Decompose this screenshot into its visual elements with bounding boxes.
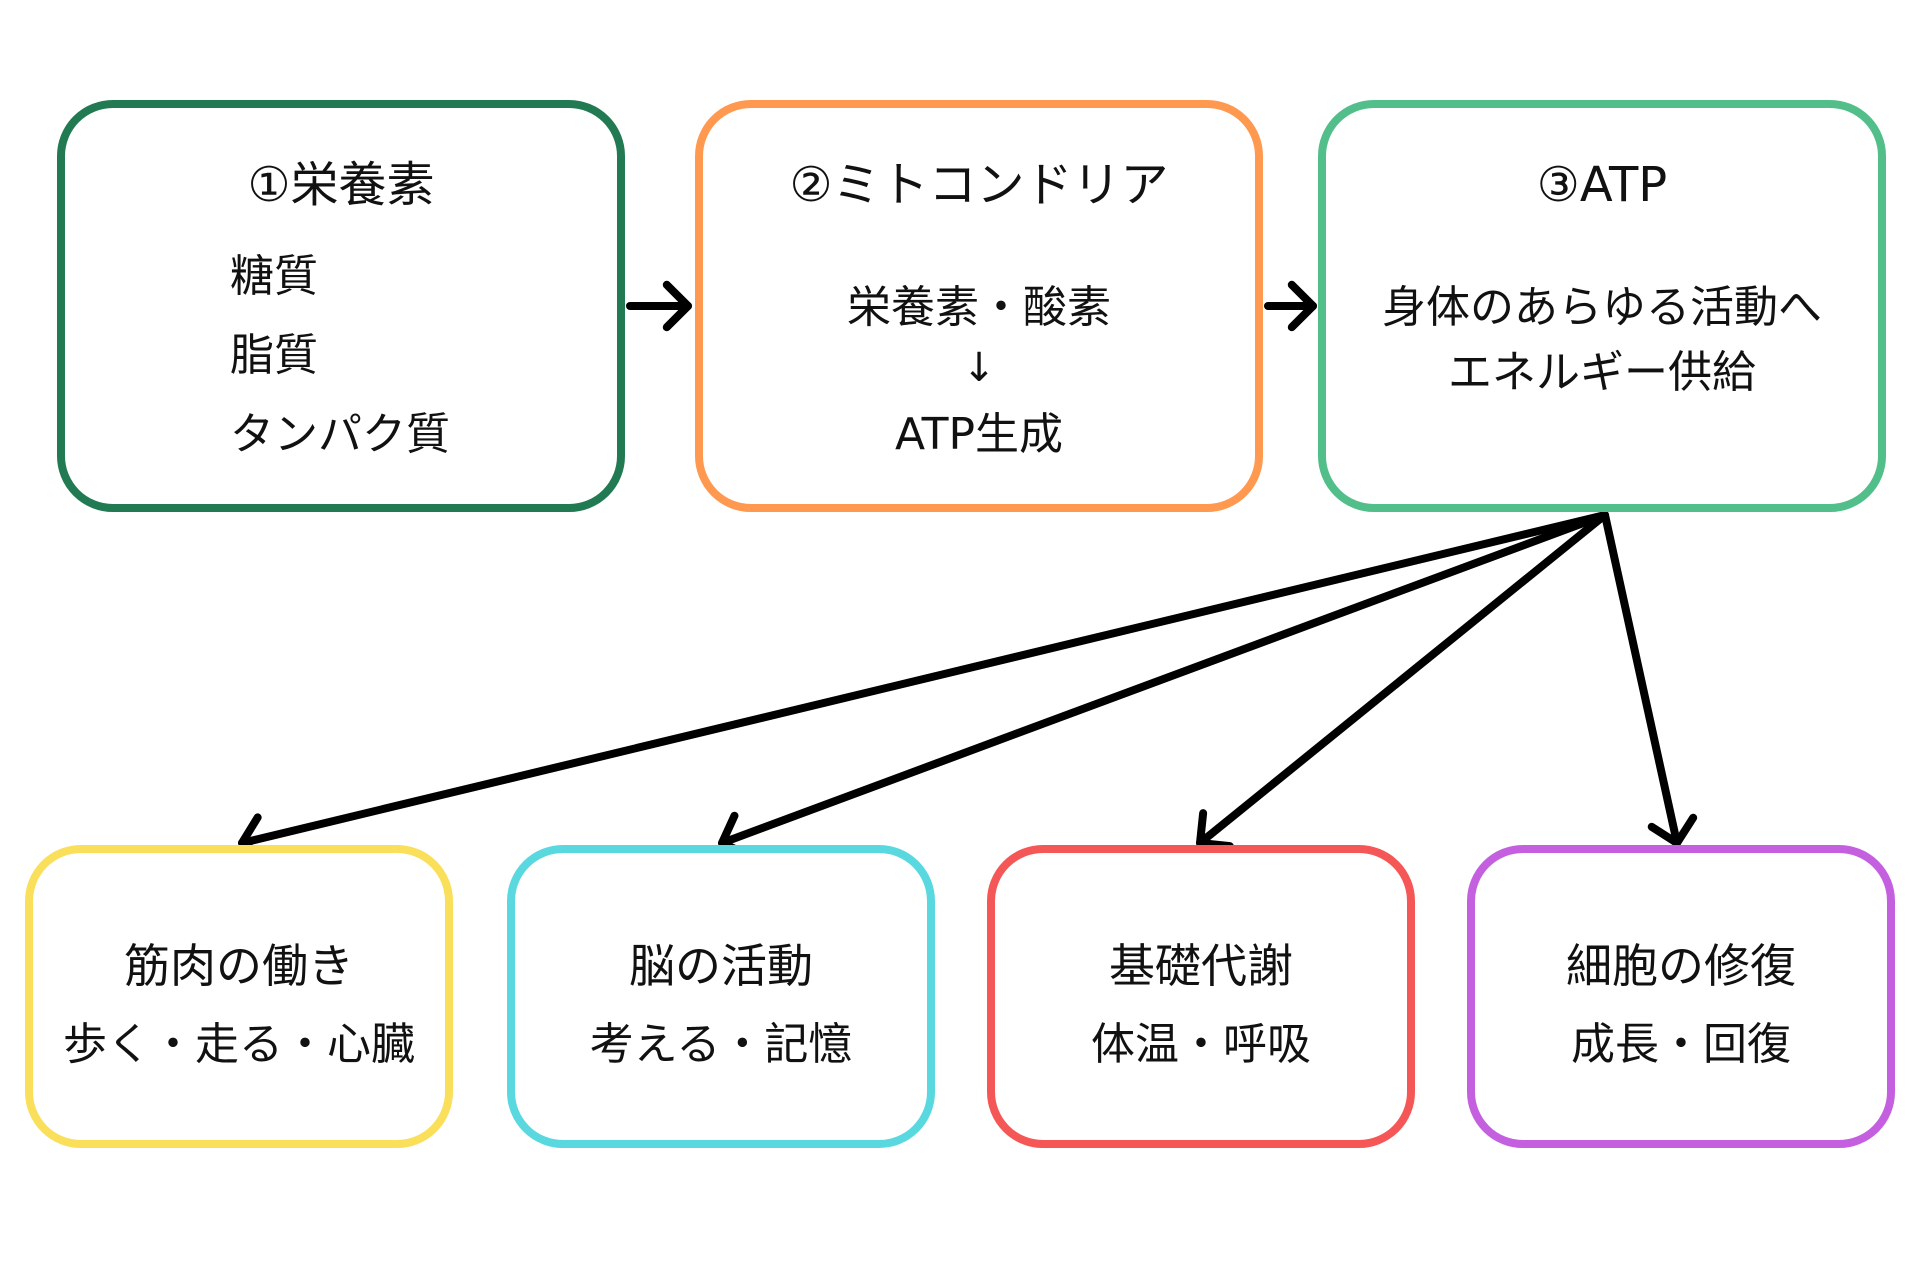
muscle-box: 筋肉の働き 歩く・走る・心臓 [25, 845, 453, 1148]
atp-box: ③ATP 身体のあらゆる活動へ エネルギー供給 [1318, 100, 1886, 512]
repair-box: 細胞の修復 成長・回復 [1467, 845, 1895, 1148]
arrow-nutrients-to-mitochondria-head [662, 280, 692, 332]
brain-detail: 考える・記憶 [589, 1019, 853, 1070]
brain-title: 脳の活動 [629, 939, 813, 993]
arrow-atp-to-brain [718, 511, 1609, 860]
arrow-atp-to-repair [1601, 511, 1698, 847]
atp-description-line2: エネルギー供給 [1448, 347, 1756, 398]
nutrient-item-fat: 脂質 [230, 330, 318, 381]
arrow-nutrients-to-mitochondria [626, 280, 692, 332]
repair-title: 細胞の修復 [1566, 939, 1796, 993]
muscle-title: 筋肉の働き [124, 939, 354, 993]
metabolism-box: 基礎代謝 体温・呼吸 [987, 845, 1415, 1148]
down-arrow-icon: ↓ [962, 345, 996, 391]
muscle-detail: 歩く・走る・心臓 [63, 1019, 415, 1070]
arrow-mitochondria-to-atp [1264, 280, 1317, 332]
mitochondria-title: ②ミトコンドリア [789, 157, 1169, 213]
mitochondria-input: 栄養素・酸素 [847, 282, 1111, 333]
nutrient-item-protein: タンパク質 [230, 409, 450, 460]
arrow-atp-to-repair-head [1647, 813, 1698, 847]
repair-detail: 成長・回復 [1571, 1019, 1791, 1070]
atp-description-line1: 身体のあらゆる活動へ [1382, 282, 1822, 333]
mitochondria-output: ATP生成 [894, 409, 1064, 460]
metabolism-title: 基礎代謝 [1109, 939, 1293, 993]
mitochondria-box: ②ミトコンドリア 栄養素・酸素 ↓ ATP生成 [695, 100, 1263, 512]
nutrients-box: ①栄養素 糖質 脂質 タンパク質 [57, 100, 625, 512]
atp-title: ③ATP [1536, 157, 1668, 213]
arrow-atp-to-muscle [238, 511, 1609, 863]
nutrient-item-carbs: 糖質 [230, 251, 318, 302]
brain-box: 脳の活動 考える・記憶 [507, 845, 935, 1148]
metabolism-detail: 体温・呼吸 [1091, 1019, 1311, 1070]
nutrients-title: ①栄養素 [247, 157, 435, 213]
arrow-mitochondria-to-atp-head [1287, 280, 1317, 332]
